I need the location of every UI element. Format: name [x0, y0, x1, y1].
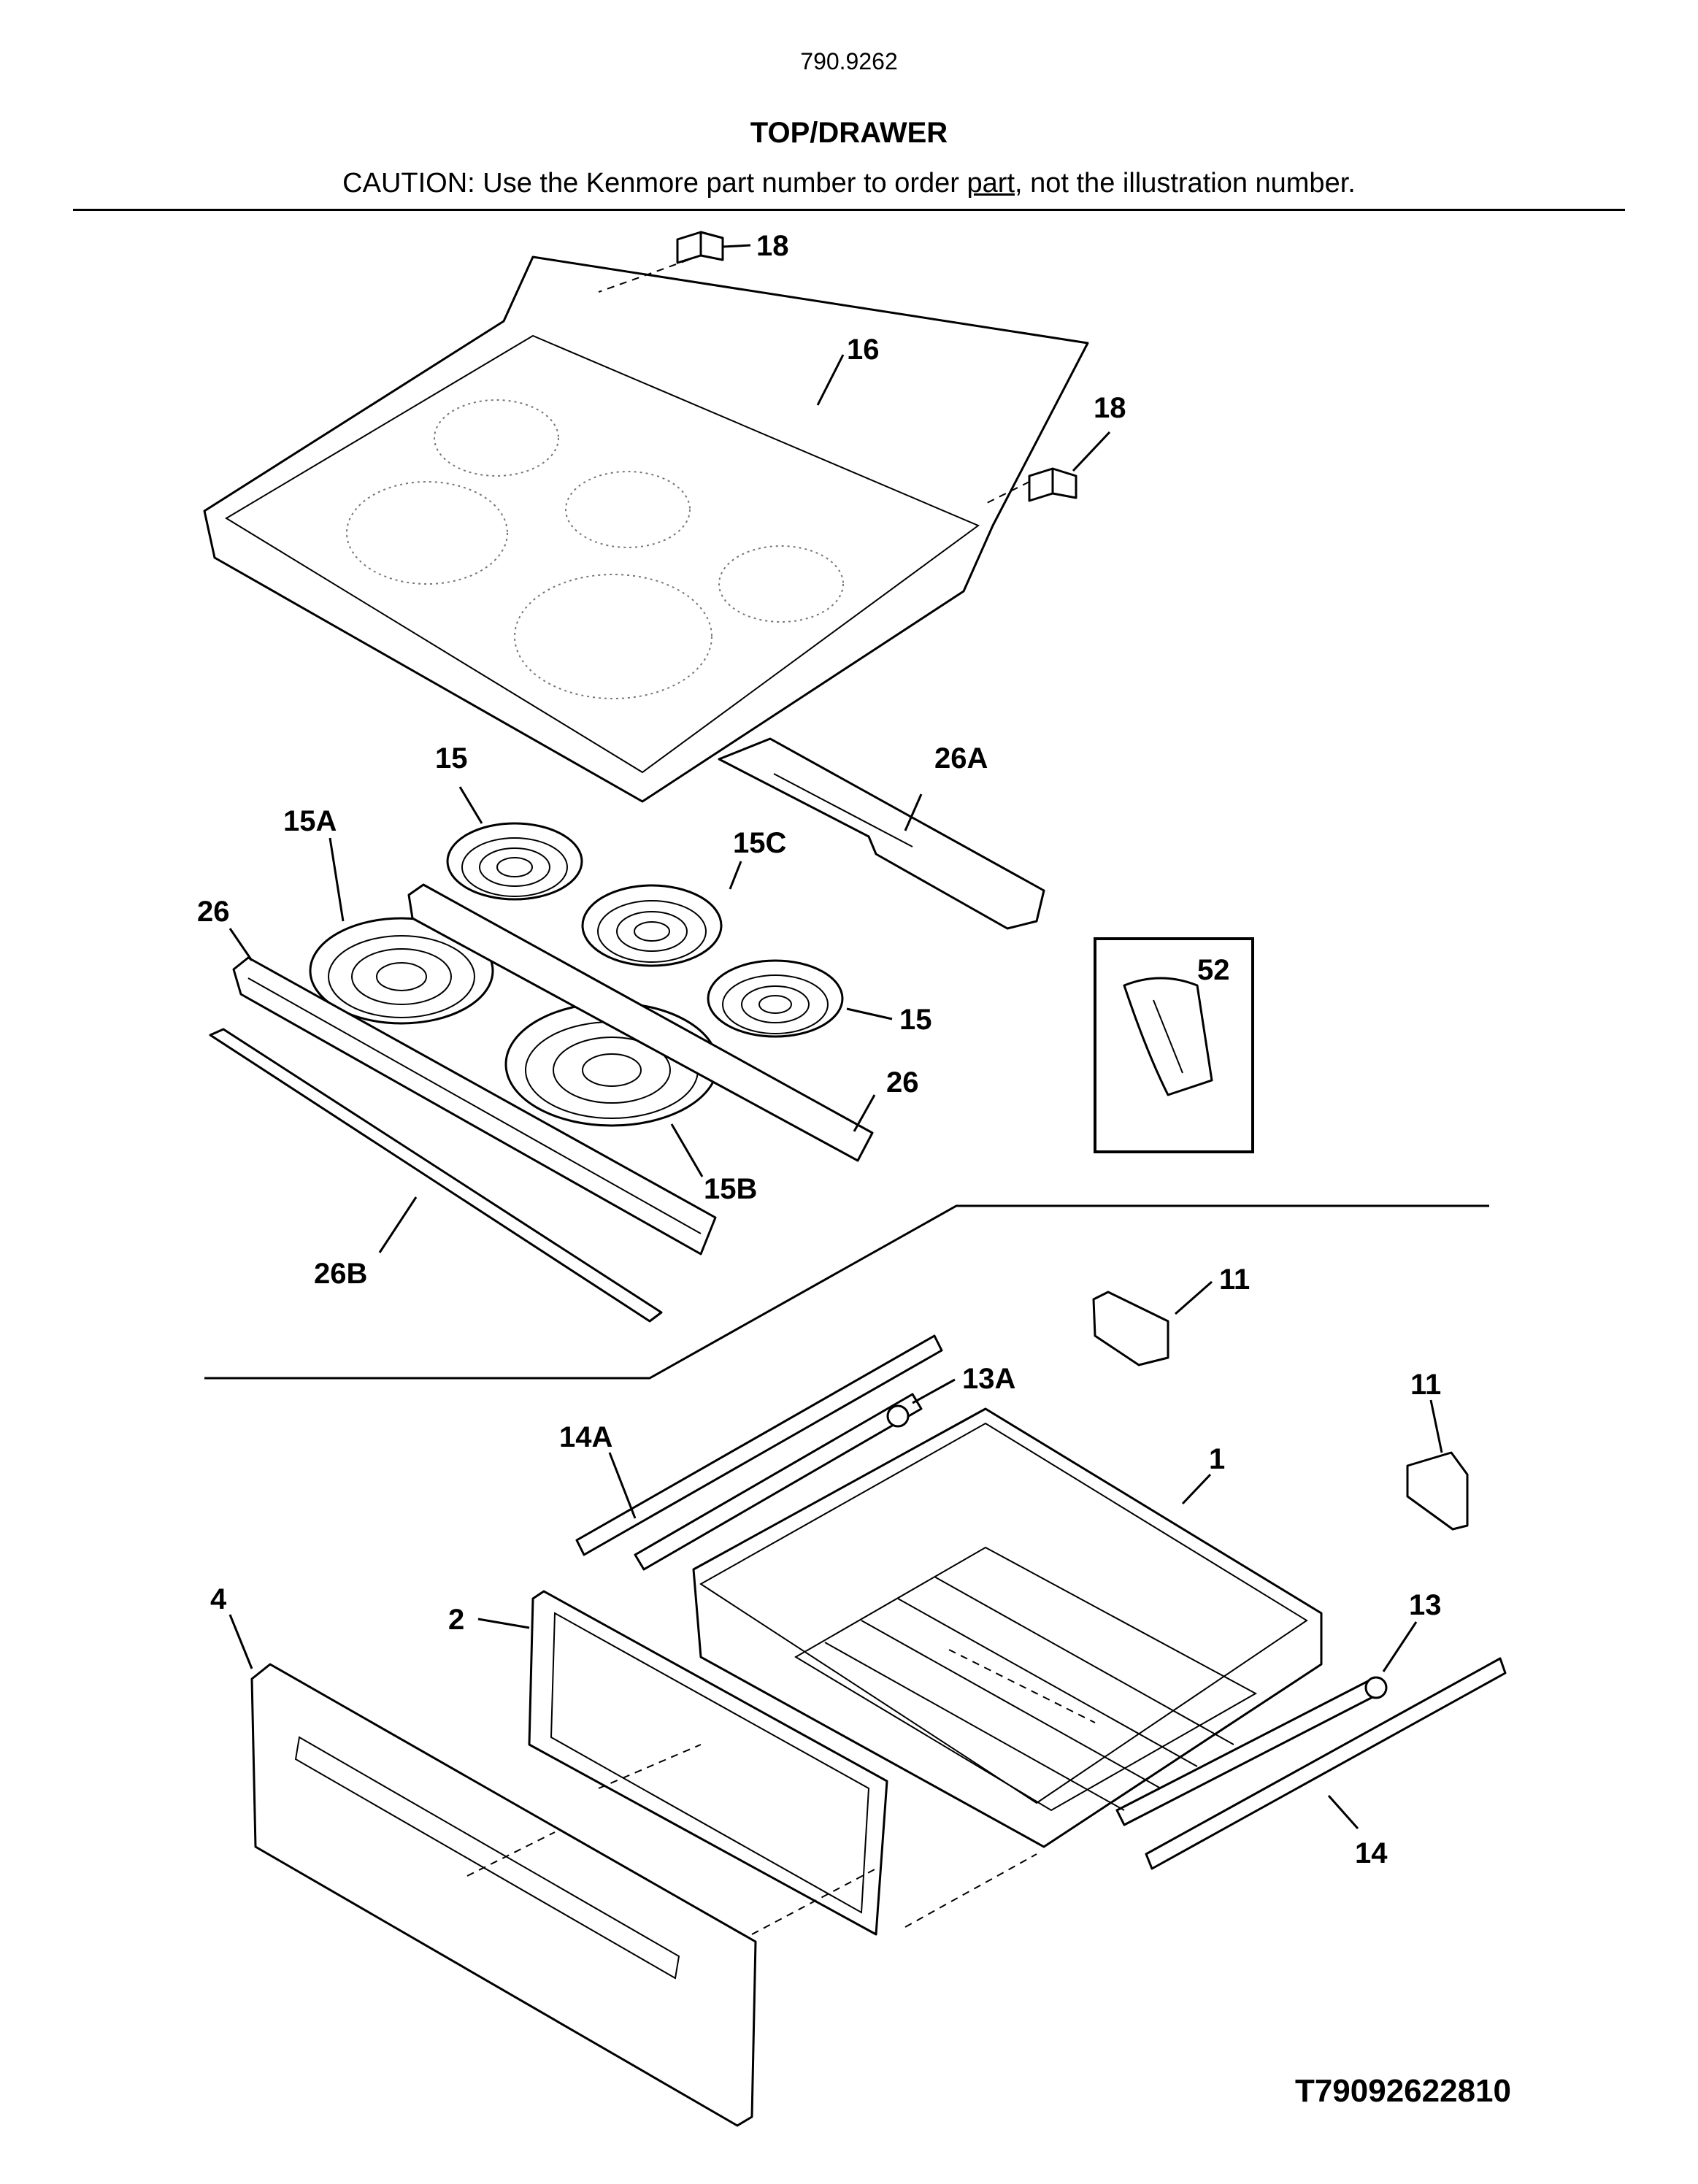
callout-14: 14 — [1355, 1837, 1388, 1869]
part-1-drawer-box[interactable] — [692, 1407, 1323, 1848]
callout-11-b: 11 — [1410, 1369, 1441, 1401]
part-26a-bracket[interactable] — [718, 737, 1045, 930]
callout-1: 1 — [1209, 1443, 1225, 1475]
part-11-bracket-b[interactable] — [1406, 1451, 1469, 1531]
callout-15a: 15A — [283, 805, 337, 837]
callout-18-right: 18 — [1094, 392, 1126, 424]
model-number: 790.9262 — [800, 48, 898, 74]
part-15a-element-large[interactable] — [309, 917, 494, 1025]
callout-4: 4 — [210, 1583, 227, 1615]
part-13-slide-rail-right[interactable] — [1115, 1676, 1388, 1826]
callout-13a: 13A — [962, 1363, 1015, 1395]
callout-26-right: 26 — [886, 1066, 919, 1099]
header-rule — [73, 209, 1625, 211]
callout-26-left: 26 — [197, 896, 230, 928]
callout-16: 16 — [847, 334, 880, 366]
part-26b-trim-strip[interactable] — [209, 1028, 663, 1323]
assembly-guides — [466, 255, 1096, 1935]
leader-lines — [228, 244, 1443, 1829]
callout-15-top: 15 — [435, 742, 468, 774]
callout-11-a: 11 — [1219, 1264, 1250, 1296]
diagram-code: T79092622810 — [1294, 2073, 1511, 2109]
callout-13: 13 — [1409, 1589, 1442, 1621]
caution-text-after: , not the illustration number. — [1015, 168, 1356, 199]
part-2-drawer-frame[interactable] — [528, 1590, 888, 1936]
part-26-rail-front[interactable] — [232, 956, 717, 1256]
part-15-element-top[interactable] — [446, 822, 583, 901]
callout-26b: 26B — [314, 1258, 367, 1290]
callout-15c: 15C — [733, 827, 786, 859]
part-11-bracket-a[interactable] — [1092, 1291, 1169, 1366]
part-14-slide-right[interactable] — [1145, 1657, 1507, 1870]
part-26-rail-back[interactable] — [407, 883, 874, 1162]
part-14a-slide-left[interactable] — [575, 1334, 943, 1556]
callout-14a: 14A — [559, 1421, 612, 1453]
caution-text-before: CAUTION: Use the Kenmore part number to … — [342, 168, 967, 199]
callout-26a: 26A — [934, 742, 988, 774]
section-divider — [204, 1204, 1489, 1380]
part-18-bracket-top[interactable] — [676, 231, 724, 264]
callout-18-top: 18 — [756, 230, 789, 262]
caution-note: CAUTION: Use the Kenmore part number to … — [0, 168, 1698, 199]
callout-2: 2 — [448, 1604, 464, 1636]
part-13a-slide-rail-left[interactable] — [634, 1393, 923, 1571]
page-title: TOP/DRAWER — [750, 117, 948, 149]
part-16-cooktop[interactable] — [203, 255, 1089, 803]
part-4-drawer-front[interactable] — [250, 1663, 757, 2127]
callout-15-right: 15 — [899, 1004, 932, 1036]
part-18-bracket-right[interactable] — [1028, 467, 1077, 502]
part-52-inset[interactable] — [1094, 937, 1254, 1153]
callout-52: 52 — [1197, 954, 1230, 986]
callout-15b: 15B — [704, 1173, 757, 1205]
caution-part-link[interactable]: part — [967, 168, 1015, 199]
part-15c-element[interactable] — [581, 884, 723, 967]
part-15-element-right[interactable] — [707, 959, 844, 1038]
